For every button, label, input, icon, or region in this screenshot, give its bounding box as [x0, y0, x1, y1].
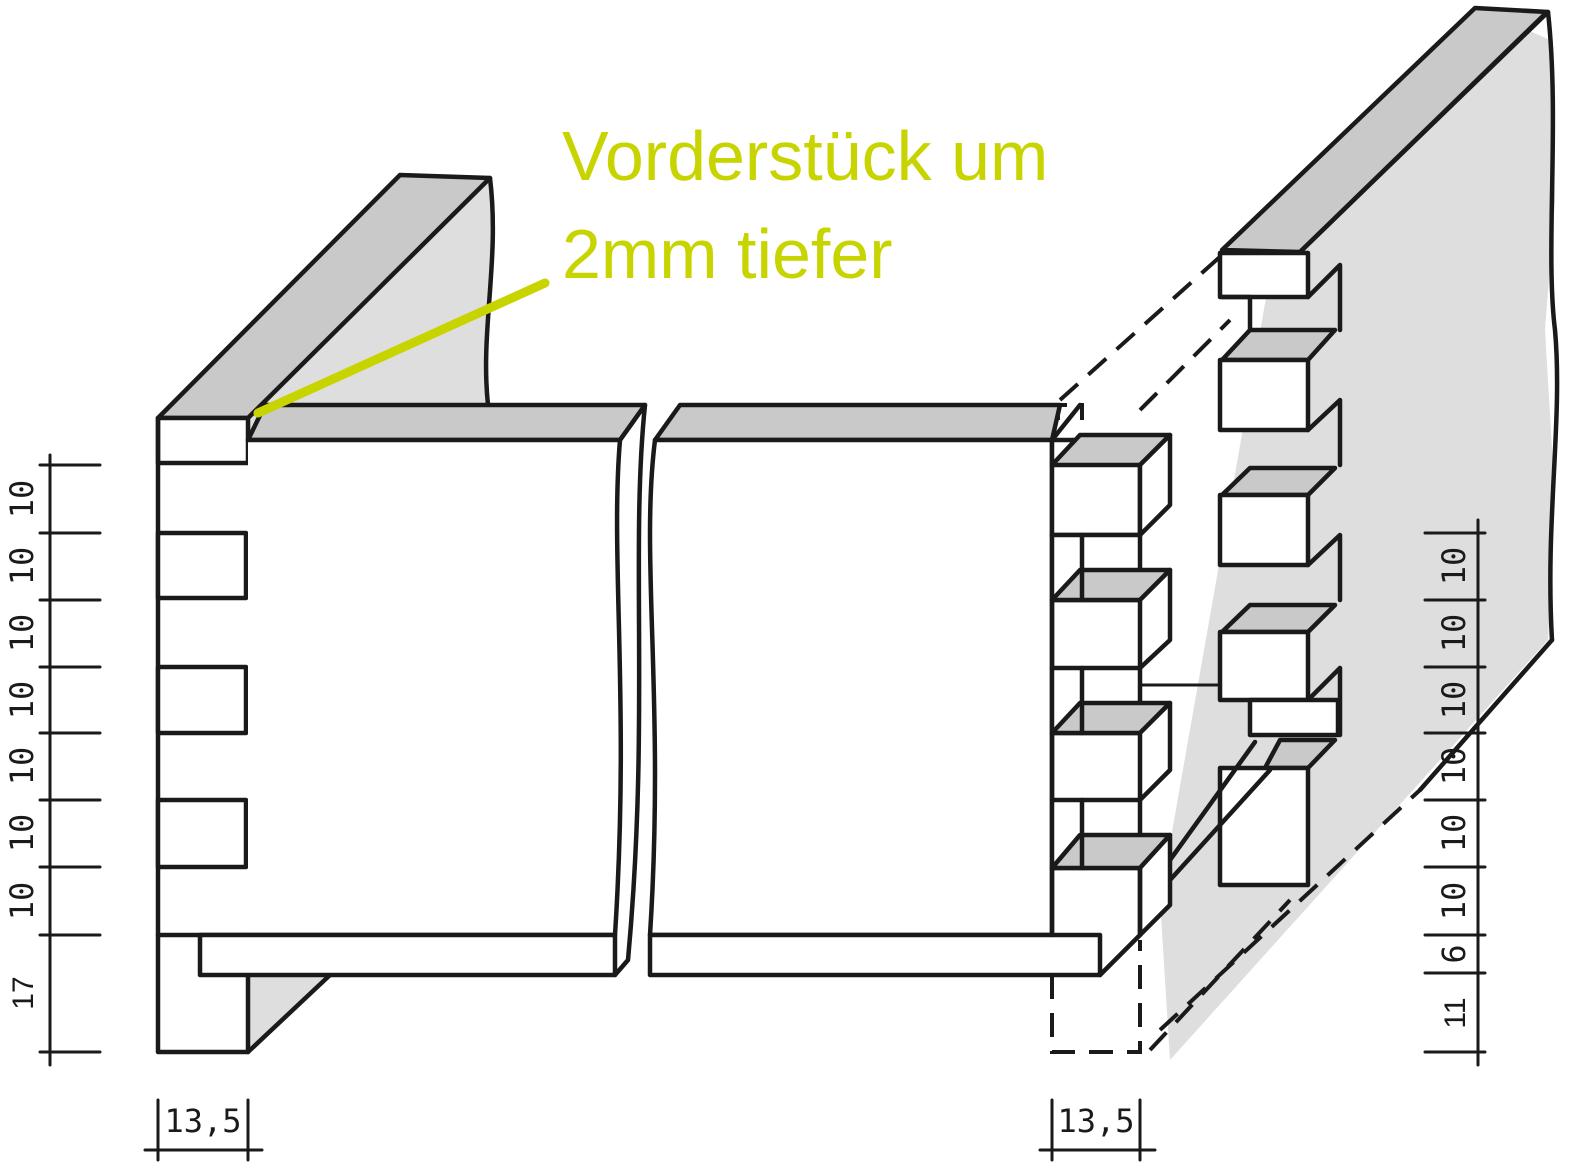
- left-dimension-chain: 10 10 10 10 10 10 10 17: [3, 453, 102, 1067]
- left-dim-5: 10: [3, 747, 41, 786]
- front-piece: [155, 172, 496, 1055]
- right-dim-8: 11: [1439, 997, 1472, 1028]
- annotation-line-1: Vorderstück um: [562, 117, 1048, 195]
- right-dim-4: 10: [1435, 747, 1473, 786]
- annotation-leader-line: [253, 278, 550, 418]
- drawer-side-right-half: [647, 402, 1143, 978]
- right-dim-6: 10: [1435, 882, 1473, 921]
- right-dim-7: 6: [1435, 944, 1473, 963]
- left-dim-4: 10: [3, 681, 41, 720]
- depth-annotation: Vorderstück um 2mm tiefer: [253, 117, 1048, 418]
- right-dim-3: 10: [1435, 681, 1473, 720]
- bottom-dim-left: 13,5: [164, 1102, 241, 1140]
- left-dim-7: 10: [3, 882, 41, 921]
- right-dim-5: 10: [1435, 814, 1473, 853]
- left-dim-2: 10: [3, 547, 41, 586]
- annotation-line-2: 2mm tiefer: [562, 215, 893, 293]
- right-panel-pins: [1083, 250, 1343, 888]
- right-dim-2: 10: [1435, 614, 1473, 653]
- left-dim-8: 17: [7, 976, 40, 1009]
- left-dim-1: 10: [3, 480, 41, 519]
- drawer-side-left-half: [197, 402, 648, 978]
- left-dim-3: 10: [3, 614, 41, 653]
- left-dim-6: 10: [3, 814, 41, 853]
- bottom-dimensions: 13,5 13,5: [143, 1098, 1157, 1162]
- right-dimension-chain: 10 10 10 10 10 10 6 11: [1423, 518, 1487, 1067]
- right-dim-1: 10: [1435, 547, 1473, 586]
- bottom-dim-right: 13,5: [1057, 1102, 1134, 1140]
- drawer-side-tails: [1049, 402, 1173, 938]
